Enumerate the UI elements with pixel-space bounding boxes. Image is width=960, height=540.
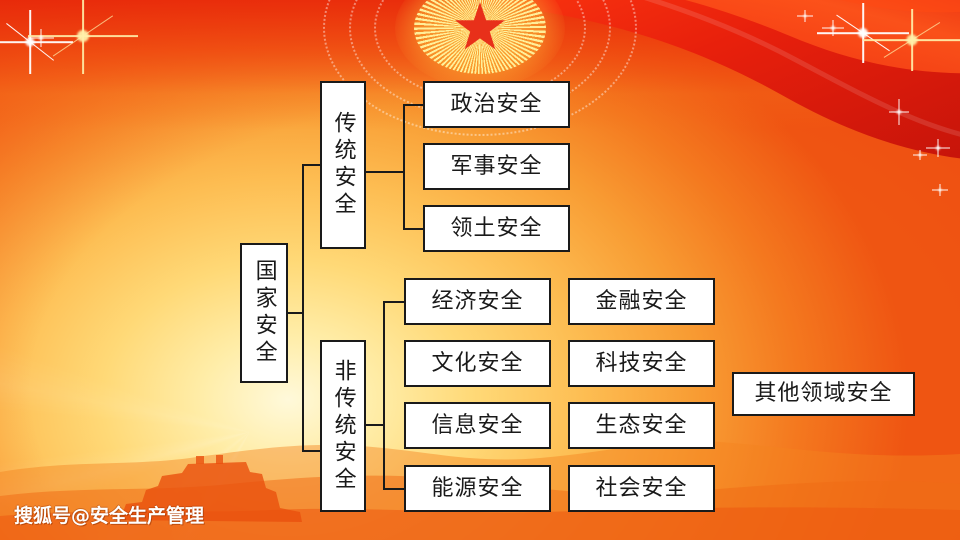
node-military-security[interactable]: 军事安全 [423,143,570,190]
node-information-security[interactable]: 信息安全 [404,402,551,449]
connector-to-energy [383,488,405,490]
node-label: 社会安全 [595,475,688,501]
connector-to-territorial [403,228,424,230]
node-label: 文化安全 [431,350,524,376]
node-label: 金融安全 [595,288,688,314]
connector-root-stub [288,312,304,314]
node-label: 生态安全 [595,412,688,438]
node-national-security[interactable]: 国家安全 [240,243,288,383]
node-traditional-security[interactable]: 传统安全 [320,81,366,249]
connector-root-spine [302,164,304,452]
node-territorial-security[interactable]: 领土安全 [423,205,570,252]
connector-to-nontraditional [302,450,321,452]
node-label: 经济安全 [431,288,524,314]
node-label: 传统安全 [330,111,356,219]
node-cultural-security[interactable]: 文化安全 [404,340,551,387]
node-financial-security[interactable]: 金融安全 [568,278,715,325]
node-political-security[interactable]: 政治安全 [423,81,570,128]
node-label: 信息安全 [431,412,524,438]
node-energy-security[interactable]: 能源安全 [404,465,551,512]
node-label: 能源安全 [431,475,524,501]
connector-traditional-spine [403,104,405,229]
node-technology-security[interactable]: 科技安全 [568,340,715,387]
node-label: 政治安全 [450,91,543,117]
connector-traditional-stub [365,171,404,173]
connector-nontraditional-stub [365,424,384,426]
node-label: 非传统安全 [330,358,356,494]
node-economic-security[interactable]: 经济安全 [404,278,551,325]
connector-to-traditional [302,164,321,166]
node-other-domain-security[interactable]: 其他领域安全 [732,372,915,416]
node-label: 领土安全 [450,215,543,241]
node-nontraditional-security[interactable]: 非传统安全 [320,340,366,512]
node-label: 国家安全 [251,259,277,367]
node-label: 其他领域安全 [754,381,893,407]
watermark-text: 搜狐号@安全生产管理 [14,505,205,527]
node-social-security[interactable]: 社会安全 [568,465,715,512]
node-ecological-security[interactable]: 生态安全 [568,402,715,449]
node-label: 军事安全 [450,153,543,179]
node-label: 科技安全 [595,350,688,376]
connector-to-economic [383,301,405,303]
connector-nontraditional-spine [383,301,385,489]
connector-to-political [403,104,424,106]
